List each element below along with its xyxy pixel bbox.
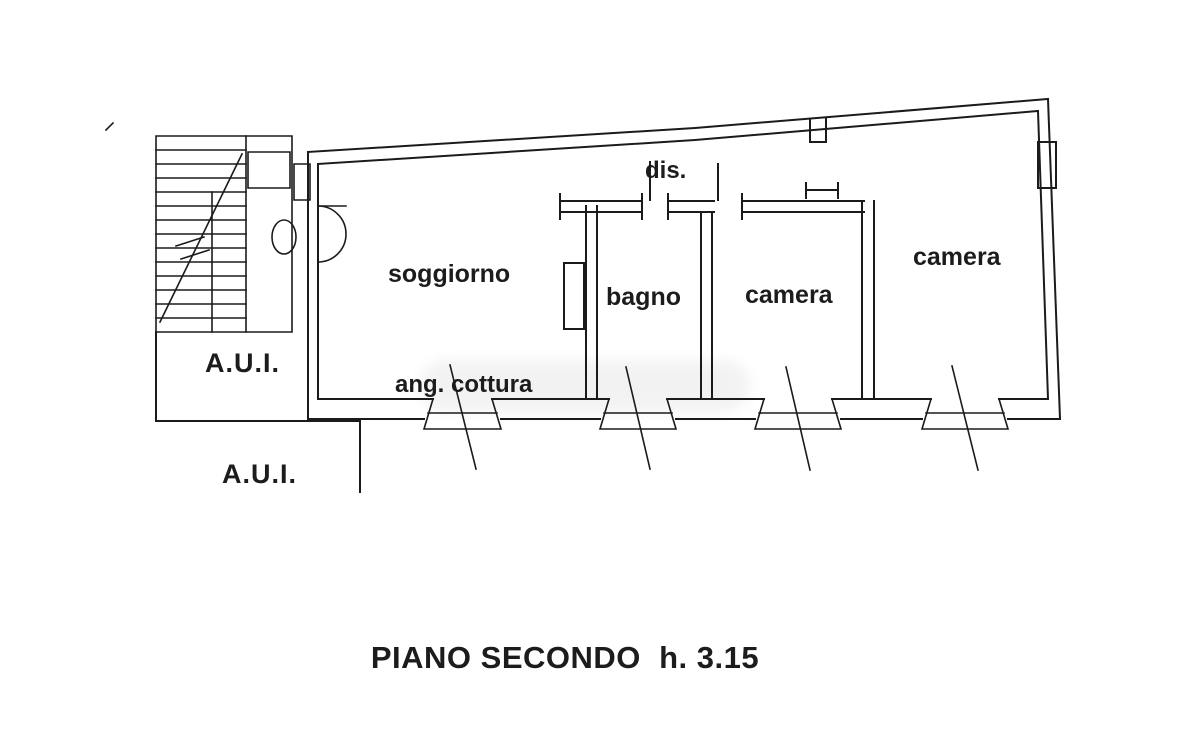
label-soggiorno: soggiorno (388, 260, 510, 288)
window-frame (753, 398, 843, 430)
label-aui-upper: A.U.I. (205, 348, 280, 378)
window-frame (598, 398, 678, 430)
label-camera-right: camera (913, 243, 1002, 271)
right-wall-inner (1036, 109, 1050, 401)
door-leaf-ellipse (271, 219, 297, 255)
corridor-wall-mid (667, 200, 715, 213)
flue-column (563, 262, 585, 330)
scan-tick (104, 121, 115, 132)
wall-soggiorno-bagno (585, 205, 598, 400)
window-slash (449, 364, 477, 470)
top-wall-outer (306, 97, 1050, 154)
window-symbol (422, 364, 503, 470)
camera-top-wall (741, 200, 865, 213)
plan-title: PIANO SECONDO h. 3.15 (371, 640, 759, 675)
bagno-door-jambs (559, 193, 669, 220)
label-dis: dis. (645, 157, 686, 184)
top-wall-inner (316, 109, 1040, 166)
label-ang-cottura: ang. cottura (395, 371, 533, 398)
bagno-top-wall (559, 200, 643, 213)
stair-treads (155, 149, 247, 319)
right-wall-outer (1046, 97, 1062, 421)
wall-camera-camera (861, 200, 875, 400)
window-slash (785, 366, 811, 471)
staircase (155, 135, 293, 333)
label-bagno: bagno (606, 283, 681, 311)
windows (422, 364, 1010, 471)
window-frame (920, 398, 1010, 430)
door-jamb-block (293, 163, 311, 201)
label-camera-center: camera (745, 281, 834, 309)
door-leaf-lines (649, 161, 719, 201)
window-symbol (753, 366, 843, 471)
window-symbol (598, 366, 678, 470)
wall-bagno-camera (700, 211, 713, 400)
aui-walls (155, 331, 361, 493)
door-swing-arc (317, 205, 347, 263)
window-frame (422, 398, 503, 430)
label-aui-lower: A.U.I. (222, 459, 297, 489)
exterior-walls (306, 97, 1062, 421)
top-notch (809, 117, 827, 143)
window-slash (951, 365, 979, 471)
stair-landing-closet (247, 151, 291, 189)
interior-walls (559, 161, 875, 400)
window-symbol (920, 365, 1010, 471)
window-slash (625, 366, 651, 470)
corridor-door-mark (805, 182, 839, 199)
entrance-door (271, 163, 347, 263)
right-wall-window (1037, 141, 1057, 189)
stair-break-marks (174, 235, 211, 261)
room-labels: dis. soggiorno ang. cottura bagno camera… (205, 157, 1002, 489)
